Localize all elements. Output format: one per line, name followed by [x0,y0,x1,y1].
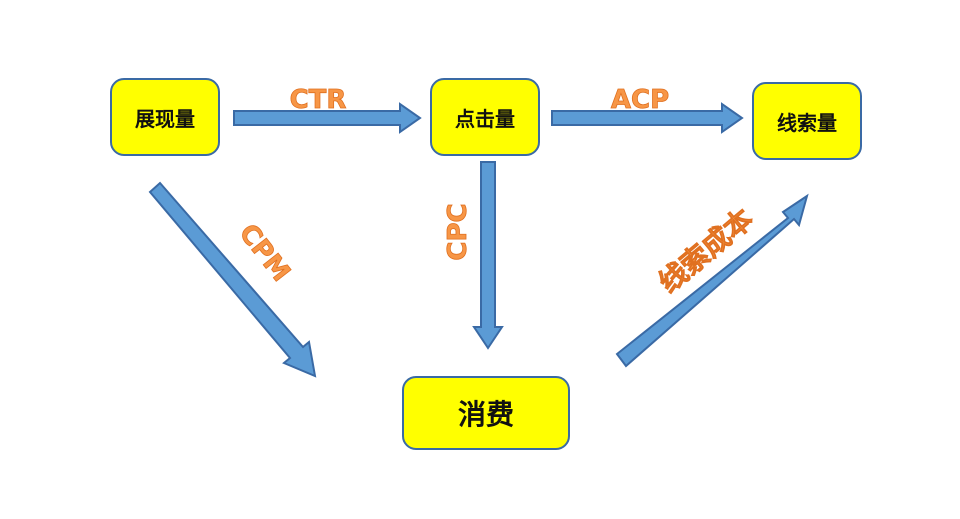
arrow-cpm [148,181,317,378]
label-ctr: CTR [290,85,347,115]
node-show-volume-label: 展现量 [135,106,195,131]
node-lead-volume-label: 线索量 [777,110,837,135]
node-click-volume-label: 点击量 [455,106,515,131]
node-click-volume: 点击量 [430,78,540,156]
node-show-volume: 展现量 [110,78,220,156]
node-spend-label: 消费 [457,398,514,431]
arrow-lead-cost [615,193,809,368]
label-cpc: CPC [443,203,473,260]
node-spend: 消费 [402,376,570,450]
arrow-acp [551,102,744,134]
arrow-ctr [233,102,422,134]
node-lead-volume: 线索量 [752,82,862,160]
arrow-cpc [472,161,504,350]
label-acp: ACP [611,85,669,115]
